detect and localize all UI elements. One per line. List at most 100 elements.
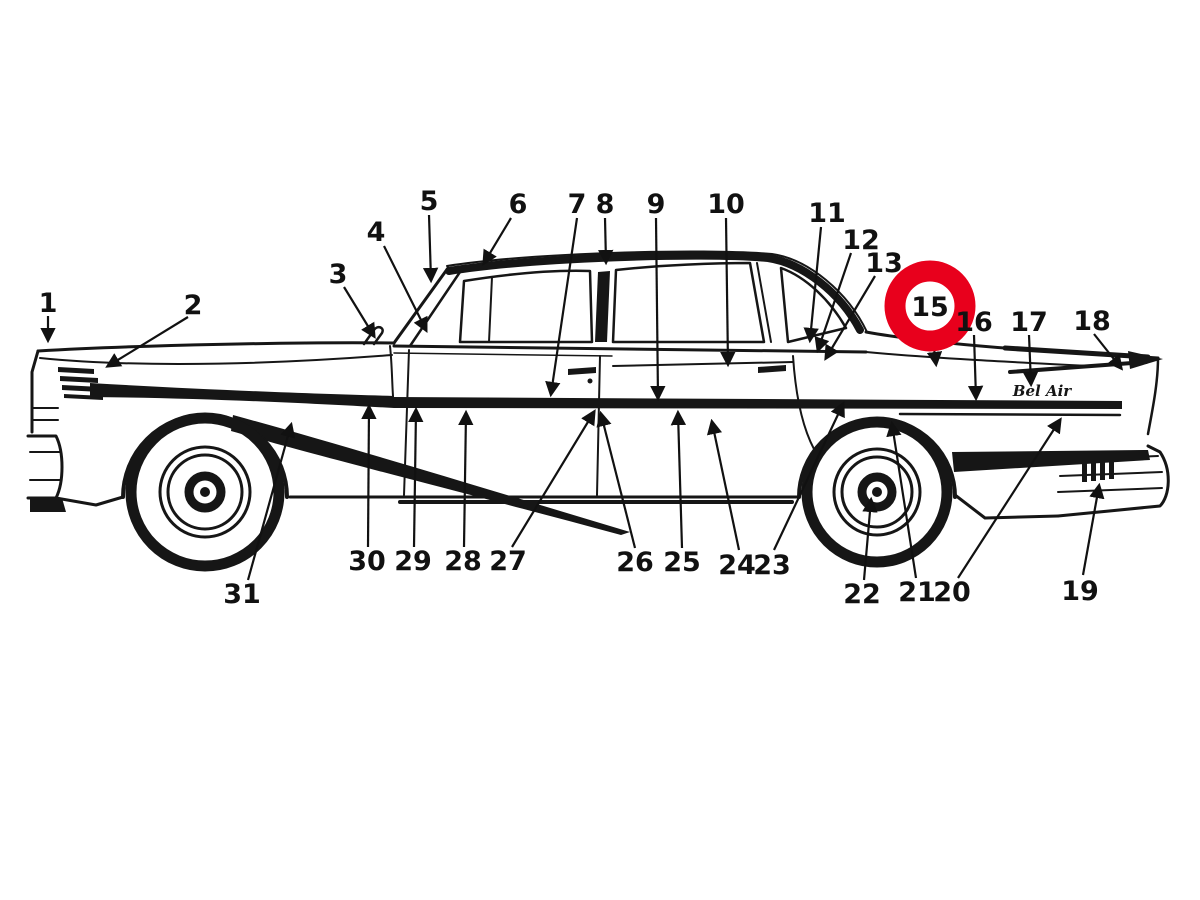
leader-line-19: [1081, 482, 1105, 576]
part-number: 1: [39, 288, 58, 319]
part-label-16: 16: [955, 307, 993, 402]
leader-line-22: [862, 496, 878, 581]
part-label-15-highlighted[interactable]: 15: [884, 260, 976, 368]
leader-line-13: [824, 275, 876, 361]
leader-line-11: [803, 226, 823, 344]
rear-hash-marks: [1082, 459, 1114, 482]
rear-quarter-band: [952, 450, 1150, 472]
part-number: 23: [753, 550, 791, 581]
part-number: 31: [223, 579, 261, 610]
part-label-4: 4: [367, 217, 428, 333]
part-number: 24: [718, 550, 756, 581]
part-label-30: 30: [348, 403, 386, 577]
part-number: 27: [489, 546, 527, 577]
rear-door-belt-line: [612, 361, 794, 367]
a-pillar: [392, 266, 450, 345]
leader-line-23: [773, 401, 845, 551]
part-label-8: 8: [596, 189, 615, 266]
front-wheel: [125, 412, 285, 572]
part-label-2: 2: [105, 290, 203, 368]
part-label-20: 20: [933, 417, 1062, 608]
part-label-23: 23: [753, 401, 845, 581]
leader-line-9: [650, 217, 666, 402]
part-label-3: 3: [329, 259, 376, 339]
part-label-22: 22: [843, 496, 881, 610]
car-illustration: Bel Air: [26, 250, 1170, 572]
highlight-ring: [884, 260, 976, 352]
leader-line-4: [383, 245, 428, 333]
belt-line-2: [393, 352, 613, 357]
windshield-inner-line: [408, 270, 462, 348]
center-door-cut: [596, 355, 601, 496]
leader-line-7: [545, 217, 579, 398]
part-number: 9: [647, 189, 666, 220]
part-number-highlighted: 15: [911, 292, 949, 323]
hood-line: [36, 341, 396, 353]
leader-line-29: [408, 406, 424, 548]
part-label-21: 21: [886, 420, 936, 608]
front-face-line: [30, 349, 40, 434]
leader-line-5: [422, 214, 439, 284]
part-label-26: 26: [596, 410, 654, 578]
part-label-31: 31: [223, 421, 296, 610]
part-label-29: 29: [394, 406, 432, 577]
part-number: 29: [394, 546, 432, 577]
part-label-12: 12: [814, 225, 880, 354]
leader-line-26: [596, 410, 637, 549]
part-label-24: 24: [706, 418, 756, 581]
leader-line-6: [482, 217, 512, 266]
front-bumper: [26, 434, 125, 512]
part-number: 13: [865, 248, 903, 279]
side-trim-long: [394, 397, 1122, 409]
part-number: 20: [933, 577, 971, 608]
door-lock: [587, 378, 593, 384]
part-number: 25: [663, 547, 701, 578]
part-label-9: 9: [647, 189, 666, 402]
part-number: 30: [348, 546, 386, 577]
leader-line-30: [361, 403, 377, 548]
part-label-17: 17: [1010, 307, 1048, 388]
part-number: 6: [509, 189, 528, 220]
front-door-cut: [403, 349, 410, 496]
leader-line-16: [967, 334, 984, 402]
part-label-5: 5: [420, 186, 439, 284]
leader-line-8: [598, 217, 614, 266]
belt-line: [392, 344, 868, 354]
grille-lines: [31, 407, 59, 421]
part-number: 21: [898, 577, 936, 608]
leader-line-3: [343, 286, 376, 339]
rear-door-cut: [792, 355, 819, 457]
rear-lower-line: [953, 493, 1060, 520]
leader-line-17: [1022, 334, 1039, 388]
roof-top-line: [446, 250, 868, 333]
part-number: 19: [1061, 576, 1099, 607]
part-number: 26: [616, 547, 654, 578]
leader-line-28: [458, 409, 474, 548]
part-label-25: 25: [663, 409, 701, 578]
part-number: 8: [596, 189, 615, 220]
part-number: 2: [184, 290, 203, 321]
cowl-line: [389, 345, 394, 397]
leader-line-31: [246, 421, 296, 581]
part-label-7: 7: [545, 189, 586, 398]
rear-double-molding: [898, 412, 1122, 417]
leader-line-20: [957, 417, 1062, 579]
bel-air-emblem: Bel Air: [1012, 382, 1072, 400]
leader-line-21: [886, 420, 918, 579]
part-label-28: 28: [444, 409, 482, 577]
part-label-18: 18: [1073, 306, 1124, 371]
leader-line-10: [720, 217, 736, 368]
part-label-10: 10: [707, 189, 745, 368]
front-fin-line: [39, 354, 393, 365]
front-door-handle: [568, 367, 596, 375]
part-number: 28: [444, 546, 482, 577]
part-number: 22: [843, 579, 881, 610]
part-number: 5: [420, 186, 439, 217]
side-trim-front: [90, 383, 394, 408]
leader-line-12: [814, 252, 853, 354]
part-label-1: 1: [39, 288, 58, 344]
part-number: 16: [955, 307, 993, 338]
leader-line-27: [511, 409, 596, 548]
